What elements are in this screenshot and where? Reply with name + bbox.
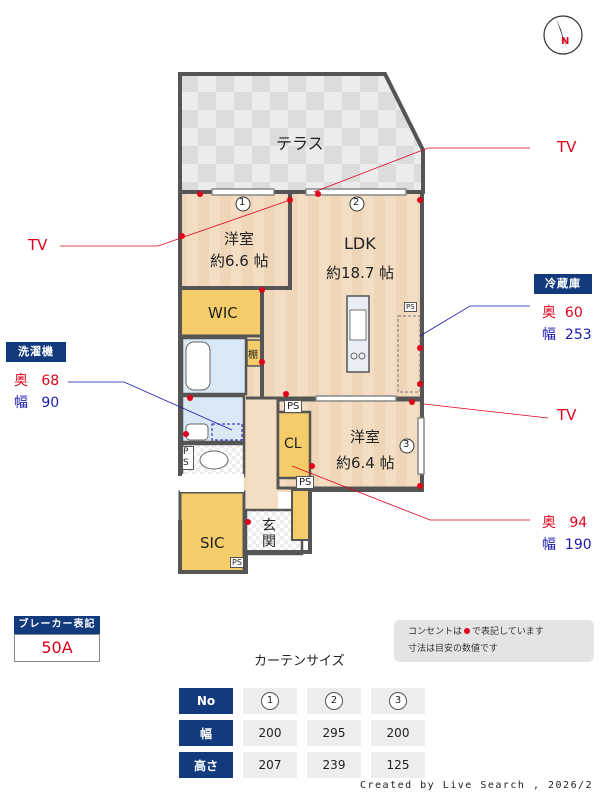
window-markers	[235, 196, 415, 454]
ps-label: PS	[296, 476, 315, 489]
ps-label: PS	[182, 446, 194, 470]
closet	[276, 410, 312, 480]
ps-label: PS	[404, 302, 417, 312]
curtain-header-cell: 3	[371, 688, 425, 714]
wic-label: WIC	[208, 304, 238, 322]
terrace	[178, 72, 425, 194]
compass-icon	[543, 15, 583, 55]
note-line-1-after: で表記しています	[472, 627, 544, 637]
curtain-header-row: No 1 2 3	[179, 688, 425, 714]
compass-north-label: N	[561, 36, 570, 47]
kitchen-counter	[346, 295, 421, 393]
outlet-markers	[179, 191, 423, 525]
washer-width-label: 幅	[14, 395, 28, 411]
washer-width: 幅 90	[14, 392, 59, 412]
ldk-name: LDK	[344, 234, 376, 253]
window-number: 3	[403, 439, 410, 450]
note-line-1-before: コンセントは	[408, 627, 463, 637]
curtain-window-number: 1	[261, 692, 279, 710]
window-number: 1	[239, 197, 246, 208]
curtain-height-value: 125	[371, 752, 425, 778]
ldk-size: 約18.7 帖	[326, 264, 395, 282]
western-room-2-name: 洋室	[350, 428, 381, 446]
closet-label: CL	[284, 436, 302, 452]
curtain-window-number: 3	[389, 692, 407, 710]
note-line-1: コンセントはで表記しています	[408, 624, 594, 641]
footer-credit: Created by Live Search , 2026/2	[360, 780, 594, 791]
leader-lines	[60, 147, 549, 521]
fridge-title: 冷蔵庫	[534, 274, 592, 294]
fridge-depth: 奥 60	[542, 302, 583, 322]
curtain-window-number: 2	[325, 692, 343, 710]
curtain-table: No 1 2 3 幅 200 295 200 高さ 207 239 125	[179, 682, 425, 784]
curtain-width-value: 200	[371, 720, 425, 746]
windows	[211, 188, 425, 475]
tv-label: TV	[557, 406, 577, 424]
fridge-width-value: 253	[564, 327, 592, 343]
wic-room	[178, 286, 264, 338]
tv-label: TV	[28, 236, 48, 254]
curtain-height-row: 高さ 207 239 125	[179, 752, 425, 778]
note-line-2: 寸法は目安の数値です	[408, 644, 499, 654]
floor	[178, 192, 424, 574]
breaker-title: ブレーカー表記	[14, 616, 100, 634]
fridge-depth-label: 奥	[542, 305, 556, 321]
curtain-width-value: 200	[243, 720, 297, 746]
note-box: コンセントはで表記しています 寸法は目安の数値です	[394, 620, 594, 662]
washer-depth: 奥 68	[14, 370, 59, 390]
terrace-label: テラス	[276, 134, 324, 153]
tv-label: TV	[557, 138, 577, 156]
curtain-height-value: 239	[307, 752, 361, 778]
washer-title: 洗濯機	[6, 342, 66, 362]
fridge-depth-value: 60	[564, 305, 583, 321]
outlet-icon	[464, 628, 471, 634]
closet-width: 幅 190	[542, 534, 592, 554]
ps-label: PS	[284, 400, 303, 413]
window-number: 2	[353, 197, 360, 208]
curtain-width-value: 295	[307, 720, 361, 746]
curtain-header-no: No	[179, 688, 233, 714]
western-room-1-name: 洋室	[224, 230, 255, 248]
western-room-2-size: 約6.4 帖	[336, 454, 395, 472]
entrance-label: 玄関	[262, 518, 276, 550]
closet-depth-value: 94	[569, 515, 588, 531]
ps-label: PS	[230, 557, 244, 568]
curtain-width-label: 幅	[179, 720, 233, 746]
sic-label: SIC	[200, 534, 225, 552]
washer-depth-label: 奥	[14, 373, 28, 389]
breaker-value: 50A	[14, 634, 100, 662]
washer-width-value: 90	[41, 395, 60, 411]
fridge-width: 幅 253	[542, 324, 592, 344]
curtain-height-value: 207	[243, 752, 297, 778]
shelf-label: 棚	[248, 350, 258, 361]
curtain-width-row: 幅 200 295 200	[179, 720, 425, 746]
walls	[178, 190, 424, 574]
curtain-header-cell: 1	[243, 688, 297, 714]
closet-depth-label: 奥	[542, 515, 556, 531]
closet-width-value: 190	[564, 537, 592, 553]
closet-width-label: 幅	[542, 537, 556, 553]
curtain-title: カーテンサイズ	[254, 654, 345, 669]
curtain-header-cell: 2	[307, 688, 361, 714]
fridge-width-label: 幅	[542, 327, 556, 343]
washer-depth-value: 68	[41, 373, 60, 389]
western-room-1-size: 約6.6 帖	[210, 252, 269, 270]
closet-depth: 奥 94	[542, 512, 587, 532]
curtain-height-label: 高さ	[179, 752, 233, 778]
